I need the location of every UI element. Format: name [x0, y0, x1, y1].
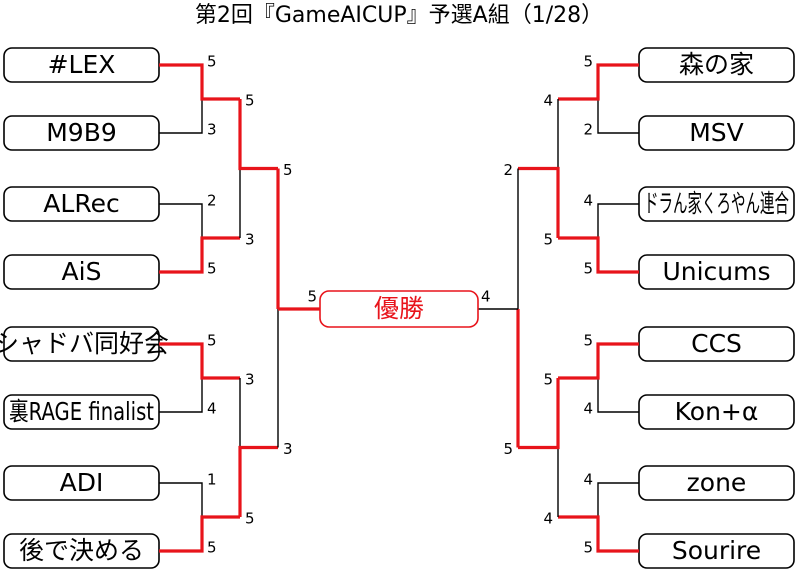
left-r1-score: 5	[207, 53, 217, 71]
left-r2-score: 5	[245, 510, 255, 528]
left-r1-loser-line	[159, 378, 203, 413]
left-team-name: 後で決める	[19, 536, 144, 565]
right-team-name: zone	[687, 468, 747, 497]
right-r2-winner-line	[518, 378, 560, 450]
right-team-name: CCS	[691, 329, 742, 358]
right-team-name: 森の家	[679, 50, 754, 79]
right-r2-score: 4	[543, 92, 553, 110]
left-r1-score: 5	[207, 260, 217, 278]
right-r2-score: 4	[543, 510, 553, 528]
left-r1-score: 1	[207, 471, 217, 489]
left-r3-score: 3	[283, 440, 293, 458]
left-r2-score: 5	[245, 92, 255, 110]
left-r1-loser-line	[159, 99, 203, 134]
right-r2-winner-line	[518, 166, 560, 238]
left-r1-score: 5	[207, 539, 217, 557]
left-team-name: 裏RAGE finalist	[9, 397, 154, 426]
left-team-name: AiS	[62, 257, 102, 286]
right-r3-score: 5	[503, 440, 513, 458]
right-team-name: Sourire	[672, 536, 761, 565]
champion-box	[319, 290, 479, 328]
right-r1-winner-line	[558, 236, 639, 274]
right-r1-loser-line	[597, 482, 639, 517]
left-r3-score: 5	[283, 161, 293, 179]
bracket-title: 第2回『GameAICUP』予選A組（1/28）	[194, 3, 604, 28]
right-final-score: 4	[481, 288, 491, 306]
left-r1-winner-line	[159, 236, 240, 274]
left-team-name: #LEX	[48, 50, 116, 79]
left-team-name: M9B9	[46, 118, 117, 147]
left-r1-loser-line	[159, 482, 203, 517]
right-r1-score: 4	[583, 400, 593, 418]
right-r1-score: 5	[583, 53, 593, 71]
right-team-name: MSV	[689, 118, 744, 147]
left-r1-score: 2	[207, 192, 217, 210]
right-r3-score: 2	[503, 161, 513, 179]
right-r1-score: 4	[583, 471, 593, 489]
right-r1-score: 5	[583, 332, 593, 350]
right-team-name: Unicums	[662, 257, 770, 286]
left-r1-score: 5	[207, 332, 217, 350]
right-team-name: Kon+α	[675, 397, 759, 426]
right-r1-score: 4	[583, 192, 593, 210]
right-r1-score: 2	[583, 121, 593, 139]
left-r2-score: 3	[245, 231, 255, 249]
left-r2-winner-line	[238, 445, 278, 517]
right-r1-score: 5	[583, 260, 593, 278]
right-r1-loser-line	[597, 99, 639, 134]
right-r1-score: 5	[583, 539, 593, 557]
right-r1-loser-line	[597, 203, 639, 238]
right-r1-loser-line	[597, 378, 639, 413]
left-team-name: ALRec	[43, 189, 119, 218]
left-r2-score: 3	[245, 371, 255, 389]
left-r1-winner-line	[159, 63, 240, 101]
left-team-name: シャドバ同好会	[0, 329, 169, 358]
right-r2-score: 5	[543, 231, 553, 249]
left-r1-loser-line	[159, 203, 203, 238]
right-r2-score: 5	[543, 371, 553, 389]
right-r1-winner-line	[558, 342, 639, 380]
left-r1-score: 3	[207, 121, 217, 139]
left-r2-winner-line	[238, 99, 278, 171]
left-r1-winner-line	[159, 515, 240, 553]
right-r1-winner-line	[558, 515, 639, 553]
right-team-name: ドラん家くろやん連合	[644, 189, 789, 218]
left-r1-winner-line	[159, 342, 240, 380]
left-final-score: 5	[307, 288, 317, 306]
champion-label: 優勝	[374, 294, 424, 323]
right-r1-winner-line	[558, 63, 639, 101]
left-r1-score: 4	[207, 400, 217, 418]
left-team-name: ADI	[60, 468, 104, 497]
